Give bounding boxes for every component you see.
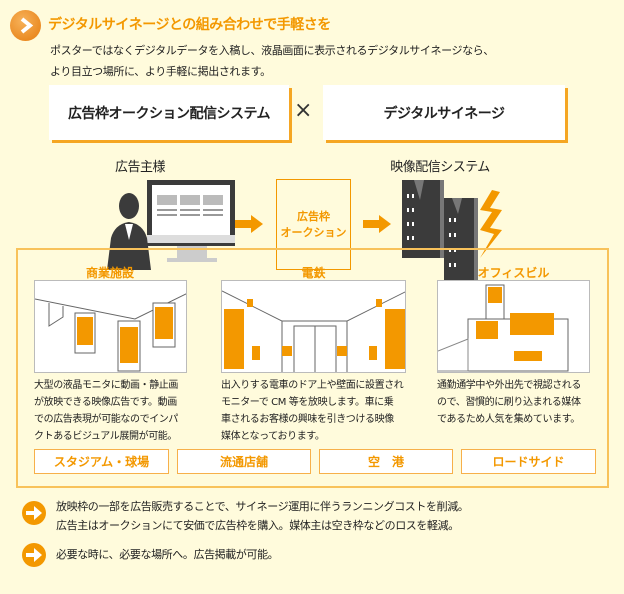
- text-line: 放映枠の一部を広告販売することで、サイネージ運用に伴うランニングコストを削減。: [56, 500, 469, 513]
- delivery-label: 映像配信システム: [390, 160, 490, 175]
- text-line: 媒体となっております。: [221, 431, 325, 442]
- text-line: 広告主はオークションにて安価で広告枠を購入。媒体主は空き枠などのロスを軽減。: [56, 519, 459, 532]
- text-line: 通勤通学中や外出先で視認される: [437, 380, 581, 391]
- venue-title-commercial: 商業施設: [85, 266, 134, 280]
- buildings-icon: [402, 180, 502, 286]
- arrow-circle-icon: [22, 543, 46, 567]
- auction-line: オークション: [280, 225, 347, 239]
- bullet-cost-reduction: 放映枠の一部を広告販売することで、サイネージ運用に伴うランニングコストを削減。広…: [56, 497, 469, 535]
- text-line: が放映できる映像広告です。動画: [34, 397, 177, 408]
- train-interior-illustration: [221, 280, 406, 373]
- advertiser-label: 広告主様: [114, 160, 166, 175]
- digital-signage-box: デジタルサイネージ: [323, 85, 565, 140]
- bullet-flexibility: 必要な時に、必要な場所へ。広告掲載が可能。: [56, 545, 279, 564]
- venue-desc-railway: 出入りする電車のドア上や壁面に設置されモニターで CM 等を放映します。車に乗車…: [221, 377, 404, 445]
- venue-desc-office: 通勤通学中や外出先で視認されるので、習慣的に刷り込まれる媒体であるため人気を集め…: [437, 377, 581, 428]
- text-line: モニターで CM 等を放映します。車に乗: [221, 397, 394, 408]
- desc-line: ポスターではなくデジタルデータを入稿し、液晶画面に表示されるデジタルサイネージな…: [50, 44, 494, 57]
- venue-desc-commercial: 大型の液晶モニタに動画・静止画が放映できる映像広告です。動画での広告表現が可能な…: [34, 377, 178, 445]
- text-line: 大型の液晶モニタに動画・静止画: [34, 380, 178, 391]
- airport-button[interactable]: 空 港: [319, 449, 453, 474]
- auction-line: 広告枠: [297, 209, 330, 223]
- arrow-right-icon: [363, 215, 391, 233]
- text-line: クトあるビジュアル展開が可能。: [34, 431, 177, 442]
- retail-store-button[interactable]: 流通店舗: [177, 449, 311, 474]
- text-line: であるため人気を集めています。: [437, 414, 580, 425]
- office-building-illustration: [437, 280, 590, 373]
- section-description: ポスターではなくデジタルデータを入稿し、液晶画面に表示されるデジタルサイネージな…: [50, 40, 494, 82]
- text-line: での広告表現が可能なのでインパ: [34, 414, 178, 425]
- chevron-right-icon: [10, 10, 41, 41]
- venues-panel: [16, 248, 609, 488]
- commercial-facility-illustration: [34, 280, 187, 373]
- roadside-button[interactable]: ロードサイド: [461, 449, 596, 474]
- section-title: デジタルサイネージとの組み合わせで手軽さを: [48, 17, 331, 33]
- text-line: 車されるお客様の興味を引きつける映像: [221, 414, 394, 425]
- venue-title-railway: 電鉄: [301, 266, 326, 280]
- text-line: 必要な時に、必要な場所へ。広告掲載が可能。: [56, 548, 279, 561]
- ad-auction-box: 広告枠オークション: [276, 179, 351, 270]
- text-line: 出入りする電車のドア上や壁面に設置され: [221, 380, 404, 391]
- cross-symbol: ×: [294, 98, 313, 123]
- advertiser-computer-icon: [107, 180, 235, 270]
- auction-system-box: 広告枠オークション配信システム: [49, 85, 289, 140]
- venue-title-office: オフィスビル: [477, 266, 550, 280]
- desc-line: より目立つ場所に、より手軽に掲出されます。: [50, 65, 271, 78]
- arrow-right-icon: [235, 215, 263, 233]
- stadium-button[interactable]: スタジアム・球場: [34, 449, 169, 474]
- text-line: ので、習慣的に刷り込まれる媒体: [437, 397, 581, 408]
- arrow-circle-icon: [22, 501, 46, 525]
